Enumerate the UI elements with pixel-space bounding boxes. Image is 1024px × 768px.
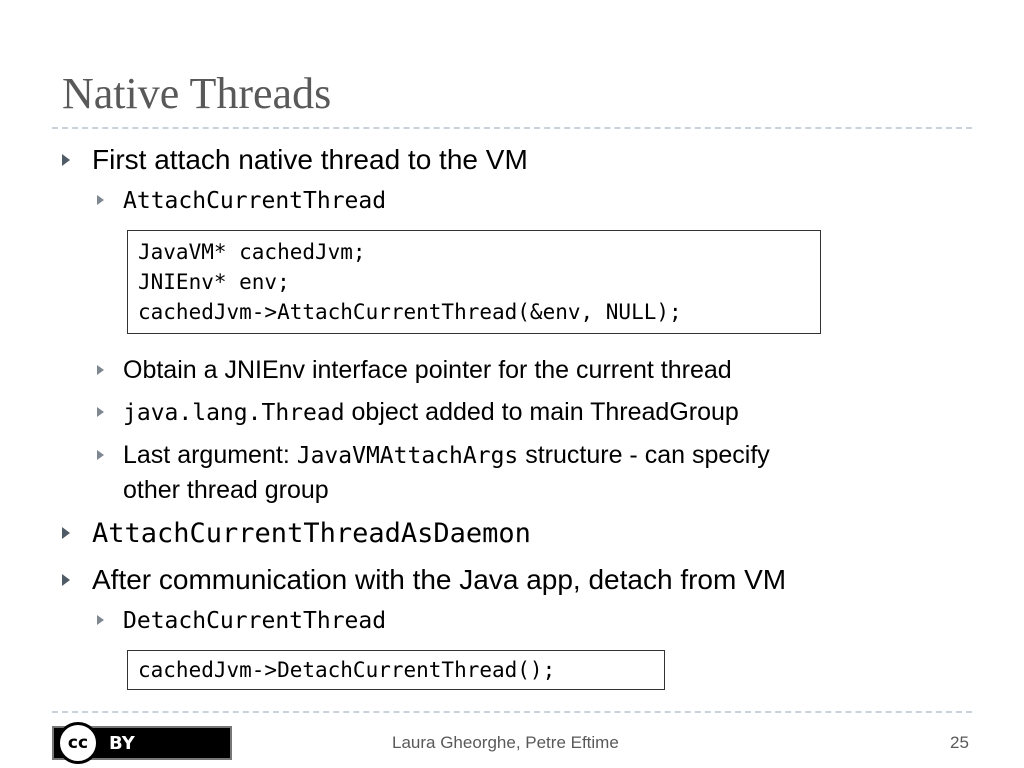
footer-divider <box>52 711 972 713</box>
code-line: cachedJvm->AttachCurrentThread(&env, NUL… <box>138 300 682 324</box>
code-line: JNIEnv* env; <box>138 270 290 294</box>
sub-bullet-attach-current-thread: AttachCurrentThread <box>97 188 386 214</box>
bullet-arrow-icon <box>97 195 104 205</box>
sub-bullet-detach-current-thread: DetachCurrentThread <box>97 608 386 634</box>
footer-author: Laura Gheorghe, Petre Eftime <box>392 733 619 752</box>
bullet-detach-from-vm: After communication with the Java app, d… <box>62 564 786 596</box>
bullet-text: structure - can specify <box>518 441 770 469</box>
bullet-text: Obtain a JNIEnv interface pointer for th… <box>123 356 732 384</box>
creative-commons-by-icon: cc BY <box>52 722 232 764</box>
bullet-text: First attach native thread to the VM <box>92 144 528 175</box>
code-line: JavaVM* cachedJvm; <box>138 240 366 264</box>
bullet-text: AttachCurrentThread <box>123 188 387 214</box>
bullet-attach-native-thread: First attach native thread to the VM <box>62 144 528 176</box>
by-label: BY <box>109 732 135 754</box>
bullet-arrow-icon <box>62 527 70 539</box>
sub-bullet-obtain-jnienv: Obtain a JNIEnv interface pointer for th… <box>97 356 732 385</box>
bullet-text: After communication with the Java app, d… <box>92 564 787 595</box>
code-block-detach: cachedJvm->DetachCurrentThread(); <box>127 650 665 690</box>
code-block-attach: JavaVM* cachedJvm; JNIEnv* env; cachedJvm-… <box>127 230 821 334</box>
sub-bullet-last-argument: Last argument: JavaVMAttachArgs structur… <box>97 441 770 470</box>
bullet-text: object added to main ThreadGroup <box>344 398 739 426</box>
code-line: cachedJvm->DetachCurrentThread(); <box>138 658 556 682</box>
bullet-arrow-icon <box>62 154 70 166</box>
bullet-arrow-icon <box>62 574 70 586</box>
sub-bullet-thread-object: java.lang.Thread object added to main Th… <box>97 398 739 427</box>
bullet-attach-as-daemon: AttachCurrentThreadAsDaemon <box>62 518 531 549</box>
title-divider <box>52 127 972 129</box>
bullet-text: Last argument: <box>123 441 297 469</box>
cc-circle-icon: cc <box>57 722 99 764</box>
bullet-arrow-icon <box>97 365 104 375</box>
sub-bullet-last-argument-continued: other thread group <box>123 476 329 504</box>
bullet-arrow-icon <box>97 615 104 625</box>
cc-label: cc <box>67 733 89 753</box>
slide-title: Native Threads <box>62 69 332 118</box>
bullet-code: JavaVMAttachArgs <box>296 443 519 469</box>
bullet-text: AttachCurrentThreadAsDaemon <box>92 518 531 549</box>
page-number: 25 <box>950 733 969 752</box>
bullet-arrow-icon <box>97 450 104 460</box>
bullet-text: DetachCurrentThread <box>123 608 387 634</box>
bullet-code: java.lang.Thread <box>123 400 345 426</box>
bullet-arrow-icon <box>97 407 104 417</box>
